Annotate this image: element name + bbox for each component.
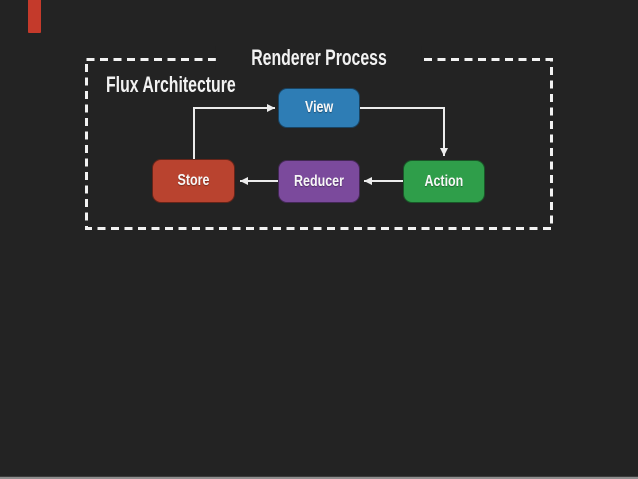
renderer-process-label: Renderer Process — [215, 45, 423, 70]
slide-title: Flux Architecture — [106, 72, 236, 97]
node-reducer: Reducer — [278, 160, 360, 203]
node-action-label: Action — [424, 172, 464, 190]
node-store-label: Store — [177, 172, 210, 189]
slide-bottom-edge — [0, 476, 638, 479]
node-action: Action — [403, 160, 485, 203]
renderer-process-label-text: Renderer Process — [251, 45, 387, 70]
node-reducer-label: Reducer — [294, 172, 344, 190]
node-store: Store — [152, 159, 235, 203]
node-view: View — [278, 88, 360, 128]
node-view-label: View — [304, 99, 334, 116]
arrow-store-to-view — [193, 104, 275, 159]
arrow-view-to-action — [360, 107, 448, 156]
slide-accent-bar — [28, 0, 41, 33]
